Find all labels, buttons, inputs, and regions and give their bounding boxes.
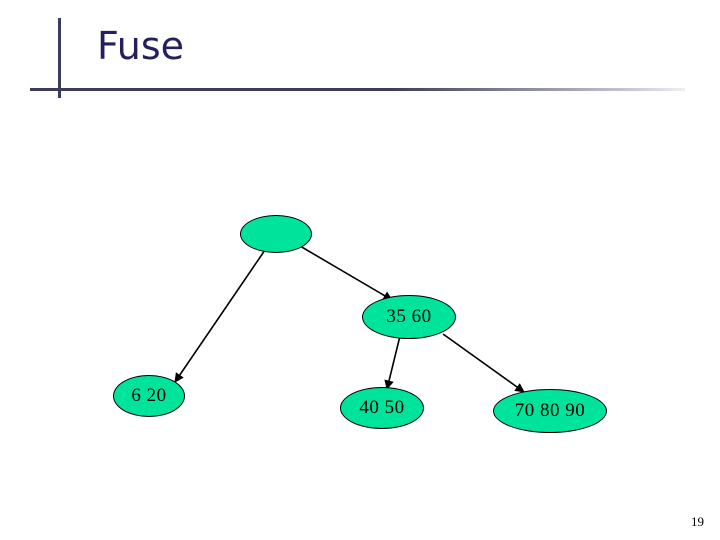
title-vertical-rule [58,18,61,98]
title-horizontal-rule [30,88,685,91]
tree-node-leaf2: 40 50 [340,387,424,429]
page-number: 19 [691,514,704,529]
edge-root-leaf1 [174,249,266,383]
page-title: Fuse [97,24,185,68]
tree-node-root [240,215,312,253]
tree-node-leaf3: 70 80 90 [493,389,607,433]
edge-mid-leaf2 [384,335,401,390]
edge-mid-leaf3 [442,333,525,393]
edge-root-mid [299,245,393,301]
tree-node-mid: 35 60 [362,295,456,339]
tree-node-leaf1: 6 20 [113,375,185,417]
